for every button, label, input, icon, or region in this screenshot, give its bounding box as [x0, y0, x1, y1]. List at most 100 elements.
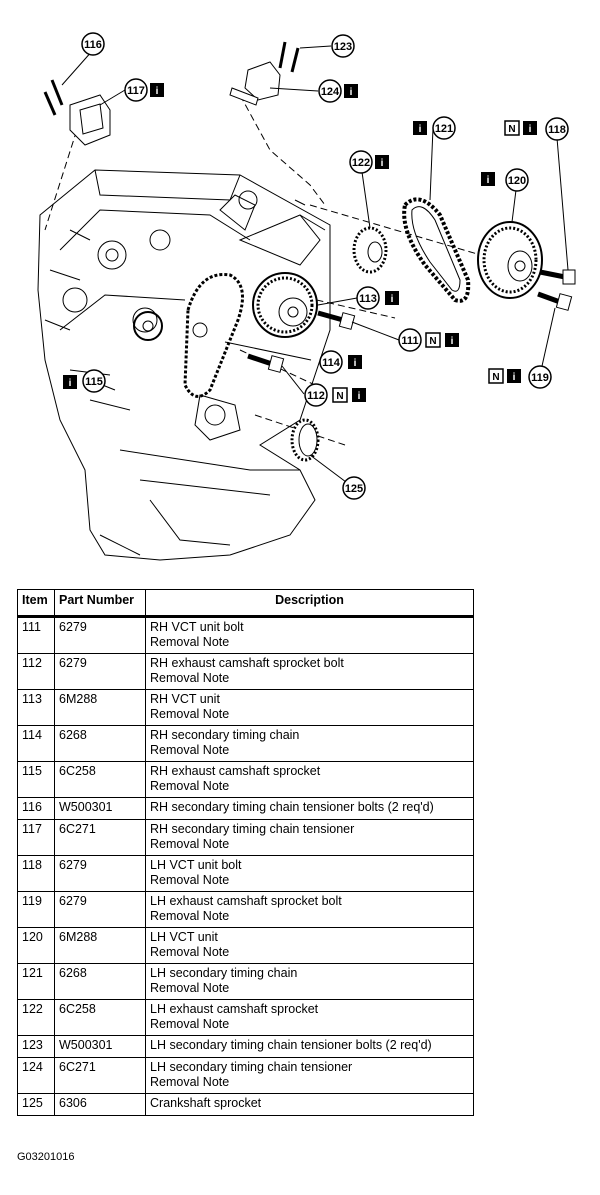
svg-text:N: N [508, 124, 515, 135]
description-text: LH VCT unit bolt [150, 858, 242, 872]
svg-text:i: i [156, 86, 159, 97]
svg-text:123: 123 [334, 41, 352, 53]
part-number-cell: W500301 [54, 1035, 146, 1058]
lh-exhaust-sprocket-bolt [537, 291, 573, 311]
removal-note-text: Removal Note [150, 707, 230, 721]
svg-text:N: N [492, 372, 499, 383]
svg-text:120: 120 [508, 175, 526, 187]
item-cell: 111 [17, 615, 55, 654]
part-number-cell: 6279 [54, 653, 146, 690]
rh-vct-unit [252, 272, 318, 338]
alignment-lines [44, 94, 516, 446]
svg-text:118: 118 [548, 124, 566, 136]
svg-text:125: 125 [345, 483, 363, 495]
svg-text:i: i [513, 372, 516, 383]
removal-note-text: Removal Note [150, 909, 230, 923]
callout-112: 112 N i [304, 383, 366, 407]
part-number-cell: 6M288 [54, 689, 146, 726]
callout-118: N i 118 [504, 117, 569, 141]
description-text: LH secondary timing chain tensioner [150, 1060, 353, 1074]
removal-note-text: Removal Note [150, 945, 230, 959]
description-text: LH secondary timing chain tensioner bolt… [150, 1038, 432, 1052]
item-cell: 118 [17, 855, 55, 892]
item-cell: 112 [17, 653, 55, 690]
removal-note-text: Removal Note [150, 671, 230, 685]
callout-116: 116 [81, 32, 105, 56]
item-cell: 119 [17, 891, 55, 928]
description-text: RH VCT unit [150, 692, 220, 706]
callout-117: 117 i [124, 78, 164, 102]
rh-chain-tensioner [43, 79, 111, 146]
rh-vct-bolt [317, 310, 356, 330]
crankshaft-sprocket [290, 418, 320, 462]
removal-note-text: Removal Note [150, 873, 230, 887]
svg-text:i: i [451, 336, 454, 347]
part-number-cell: 6306 [54, 1093, 146, 1116]
item-cell: 122 [17, 999, 55, 1036]
svg-text:112: 112 [307, 390, 325, 402]
svg-text:114: 114 [322, 357, 341, 369]
callout-120: i 120 [481, 168, 529, 192]
svg-text:i: i [354, 358, 357, 369]
svg-text:113: 113 [359, 293, 377, 305]
callout-122: 122 i [349, 150, 389, 174]
part-number-cell: 6279 [54, 615, 146, 654]
svg-text:122: 122 [352, 157, 370, 169]
callout-119: N i 119 [488, 365, 552, 389]
removal-note-text: Removal Note [150, 743, 230, 757]
svg-text:115: 115 [85, 376, 103, 388]
part-number-cell: 6279 [54, 855, 146, 892]
exploded-timing-diagram: 116 117 i 123 124 i 122 i i 121 N i 118 … [37, 32, 576, 561]
svg-text:i: i [391, 294, 394, 305]
part-number-cell: 6M288 [54, 927, 146, 964]
header-part-number: Part Number [54, 589, 146, 617]
item-cell: 125 [17, 1093, 55, 1116]
svg-text:124: 124 [321, 86, 340, 98]
header-item: Item [17, 589, 55, 617]
removal-note-text: Removal Note [150, 1017, 230, 1031]
part-number-cell: 6C258 [54, 761, 146, 798]
description-cell: RH secondary timing chain tensioner bolt… [145, 797, 474, 820]
svg-text:i: i [69, 378, 72, 389]
lh-chain-tensioner [229, 41, 300, 106]
part-number-cell: 6268 [54, 963, 146, 1000]
svg-text:i: i [381, 158, 384, 169]
svg-text:i: i [358, 391, 361, 402]
part-number-cell: 6C258 [54, 999, 146, 1036]
description-text: LH exhaust camshaft sprocket bolt [150, 894, 342, 908]
part-number-cell: W500301 [54, 797, 146, 820]
description-text: LH secondary timing chain [150, 966, 298, 980]
svg-text:117: 117 [127, 85, 145, 97]
rh-exhaust-sprocket-bolt [247, 353, 285, 373]
description-text: RH exhaust camshaft sprocket bolt [150, 656, 344, 670]
item-cell: 124 [17, 1057, 55, 1094]
svg-text:116: 116 [84, 39, 102, 51]
description-cell: LH secondary timing chain tensioner bolt… [145, 1035, 474, 1058]
svg-text:N: N [336, 391, 343, 402]
item-cell: 117 [17, 819, 55, 856]
svg-text:119: 119 [531, 372, 549, 384]
svg-text:N: N [429, 336, 436, 347]
description-text: LH exhaust camshaft sprocket [150, 1002, 319, 1016]
callout-111: 111 N i [398, 328, 459, 352]
removal-note-text: Removal Note [150, 1075, 230, 1089]
part-number-cell: 6C271 [54, 819, 146, 856]
item-cell: 123 [17, 1035, 55, 1058]
callout-125: 125 [342, 476, 366, 500]
